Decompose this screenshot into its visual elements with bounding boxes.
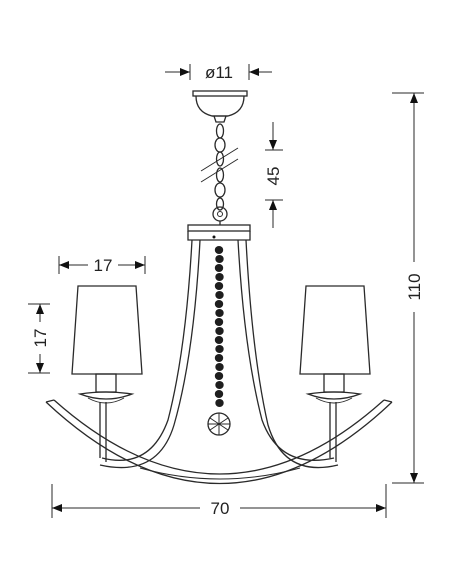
- central-hub: [187, 224, 251, 241]
- crystal-bead-chain: [214, 246, 224, 407]
- left-candle-holder: [77, 373, 135, 404]
- crystal-bead: [214, 318, 224, 326]
- hook-ring: [212, 206, 228, 225]
- crystal-bead: [214, 390, 224, 398]
- chain-length-label: 45: [264, 167, 283, 186]
- crystal-bead: [215, 399, 224, 407]
- right-candle-holder: [305, 373, 363, 404]
- shade-height-label: 17: [31, 329, 50, 348]
- crystal-bead: [215, 255, 224, 263]
- crystal-bead: [214, 264, 224, 272]
- crystal-bead: [214, 282, 224, 290]
- canopy-diameter-label: ø11: [205, 63, 233, 82]
- crystal-bead: [215, 345, 224, 353]
- crystal-bead: [215, 273, 224, 281]
- dimension-total-height: 110: [392, 92, 424, 484]
- dimension-total-width: 70: [51, 484, 387, 518]
- crystal-bead: [214, 246, 224, 254]
- shade-width-label: 17: [94, 256, 113, 275]
- dimension-canopy-diameter: ø11: [165, 63, 272, 82]
- frame-arms: [45, 239, 393, 484]
- crystal-bead: [214, 336, 224, 344]
- left-lamp-shade: [71, 285, 143, 375]
- crystal-bead: [214, 300, 224, 308]
- dimension-chain-length: 45: [264, 122, 283, 228]
- crystal-ball: [207, 412, 231, 436]
- dimension-shade-height: 17: [28, 303, 50, 374]
- ceiling-canopy: [192, 90, 248, 123]
- crystal-bead: [215, 363, 224, 371]
- right-lamp-shade: [299, 285, 371, 375]
- total-width-label: 70: [211, 499, 230, 518]
- crystal-bead: [214, 372, 224, 380]
- crystal-bead: [214, 354, 224, 362]
- crystal-bead: [215, 327, 224, 335]
- crystal-bead: [215, 381, 224, 389]
- crystal-bead: [215, 291, 224, 299]
- total-height-label: 110: [405, 273, 424, 300]
- chain: [200, 123, 239, 211]
- dimension-shade-width: 17: [58, 256, 146, 275]
- crystal-bead: [215, 309, 224, 317]
